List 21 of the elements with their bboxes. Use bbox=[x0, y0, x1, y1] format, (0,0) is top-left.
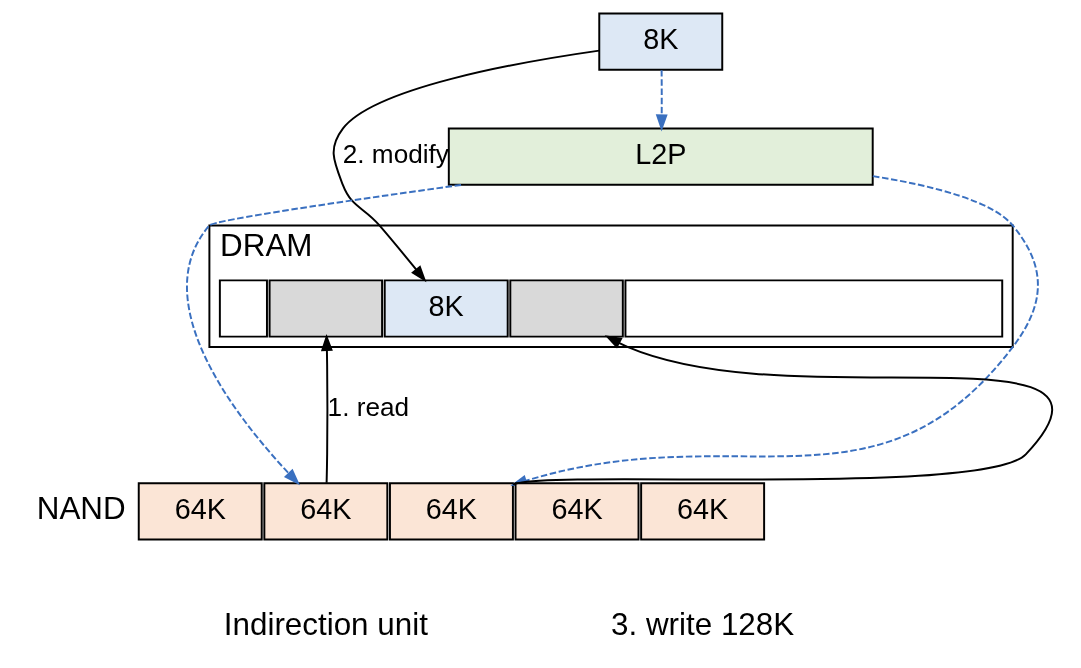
node-box: 64K bbox=[388, 482, 514, 541]
arrow bbox=[320, 333, 333, 484]
label: 3. write 128K bbox=[610, 606, 794, 642]
node-box: 64K bbox=[137, 482, 263, 541]
node-box bbox=[218, 279, 268, 338]
arrow bbox=[655, 69, 668, 132]
label: Indirection unit bbox=[223, 606, 428, 642]
node-box bbox=[508, 279, 624, 338]
edge-label: 1. read bbox=[327, 392, 409, 423]
node-box: 64K bbox=[514, 482, 639, 541]
node-box: 64K bbox=[262, 482, 388, 541]
arrow bbox=[185, 183, 462, 486]
node-box bbox=[268, 279, 383, 338]
label: NAND bbox=[36, 491, 126, 527]
node-box: 8K bbox=[597, 12, 723, 71]
node-box: 64K bbox=[639, 482, 765, 541]
node-box bbox=[623, 279, 1003, 338]
node-box: 8K bbox=[383, 279, 509, 338]
node-box: L2P bbox=[447, 127, 874, 186]
edge-label: 2. modify bbox=[342, 139, 449, 170]
arrow bbox=[332, 49, 600, 283]
